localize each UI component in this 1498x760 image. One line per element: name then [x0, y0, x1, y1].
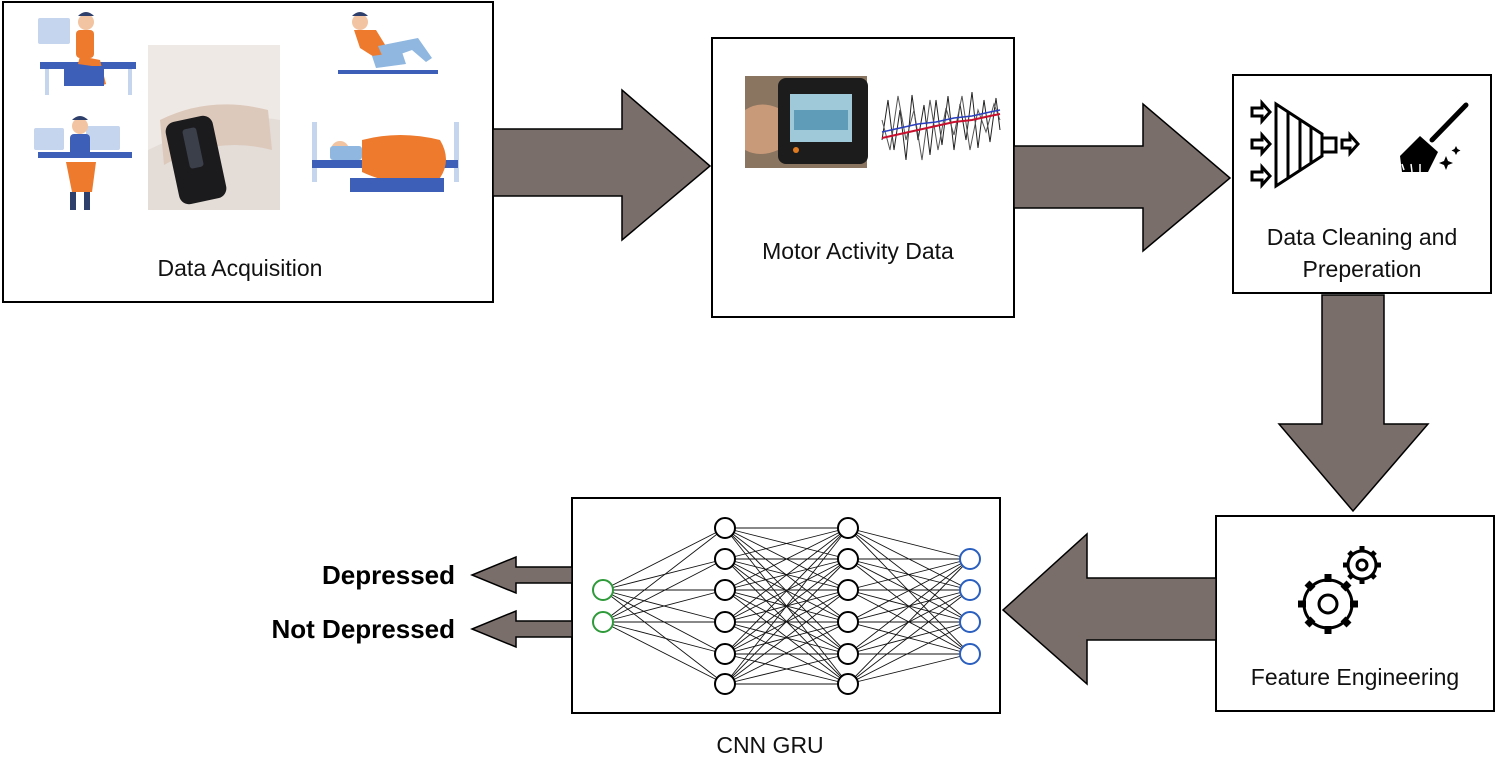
person-sleeping-icon	[312, 122, 459, 192]
nn-output-node	[959, 611, 981, 633]
feature-engineering-box	[1215, 515, 1495, 712]
nn-hidden-node	[837, 548, 859, 570]
nn-connection	[602, 589, 726, 623]
nn-connection	[602, 527, 726, 623]
motor-activity-stage: Motor Activity Data	[711, 37, 1015, 318]
nn-connection	[724, 621, 849, 685]
nn-hidden-node	[837, 673, 859, 695]
nn-connection	[847, 621, 971, 655]
nn-output-node	[959, 579, 981, 601]
nn-connection	[602, 621, 726, 655]
arrow-motor-to-cleaning	[1013, 102, 1232, 253]
nn-hidden-node	[714, 611, 736, 633]
output-not-depressed-label: Not Depressed	[272, 614, 456, 644]
nn-connection	[847, 558, 971, 655]
data-cleaning-stage: Data Cleaning and Preperation	[1232, 74, 1492, 294]
nn-hidden-node	[837, 579, 859, 601]
nn-connection	[847, 621, 971, 685]
feature-engineering-label: Feature Engineering	[1251, 664, 1459, 690]
nn-connection	[847, 589, 971, 685]
nn-connection	[847, 653, 971, 685]
arrow-output-depressed	[470, 555, 573, 595]
nn-hidden-node	[837, 643, 859, 665]
arrow-acquisition-to-motor	[492, 88, 712, 242]
cnn-gru-stage: CNN GRU	[571, 497, 1001, 758]
nn-hidden-node	[714, 673, 736, 695]
nn-output-node	[959, 548, 981, 570]
nn-output-node	[959, 643, 981, 665]
neural-network-graphic	[592, 517, 981, 695]
nn-connection	[847, 527, 971, 560]
funnel-filter-icon	[1250, 99, 1361, 189]
nn-connection	[847, 558, 971, 623]
nn-hidden-node	[714, 579, 736, 601]
gears-icon	[1298, 546, 1381, 634]
nn-hidden-node	[714, 517, 736, 539]
arrow-cleaning-to-feature	[1277, 294, 1430, 513]
signal-plot-thumbnail	[880, 78, 1002, 170]
data-acquisition-stage: Data Acquisition	[2, 1, 494, 303]
nn-hidden-node	[714, 643, 736, 665]
nn-connection	[724, 558, 849, 685]
motor-activity-label: Motor Activity Data	[762, 238, 954, 264]
data-cleaning-label-line1: Data Cleaning and	[1267, 224, 1458, 250]
wristband-photo	[148, 45, 280, 210]
person-reclining-icon	[338, 12, 438, 74]
nn-connection	[724, 653, 849, 685]
nn-hidden-node	[837, 517, 859, 539]
nn-input-node	[592, 611, 614, 633]
nn-input-node	[592, 579, 614, 601]
actigraph-device-photo	[745, 76, 868, 168]
feature-engineering-stage: Feature Engineering	[1215, 515, 1495, 712]
nn-connection	[602, 527, 726, 591]
nn-hidden-node	[837, 611, 859, 633]
nn-connection	[724, 589, 849, 685]
nn-connection	[724, 527, 849, 560]
nn-connection	[847, 558, 971, 591]
broom-icon	[1400, 102, 1469, 173]
cnn-gru-label: CNN GRU	[716, 732, 823, 758]
nn-connection	[724, 621, 849, 655]
arrow-feature-to-model	[1001, 532, 1217, 686]
nn-connection	[724, 527, 849, 655]
nn-connection	[847, 558, 971, 685]
nn-connection	[724, 527, 849, 623]
nn-connection	[602, 589, 726, 685]
nn-connection	[847, 527, 971, 623]
nn-connection	[602, 558, 726, 623]
person-working-icon	[34, 116, 132, 210]
nn-connection	[602, 621, 726, 685]
person-at-desk-icon	[38, 12, 136, 95]
arrow-output-not-depressed	[470, 609, 573, 649]
output-depressed-label: Depressed	[322, 560, 455, 590]
nn-hidden-node	[714, 548, 736, 570]
data-cleaning-label-line2: Preperation	[1303, 256, 1422, 282]
data-acquisition-label: Data Acquisition	[158, 255, 323, 281]
nn-connection	[724, 527, 849, 591]
nn-connection	[724, 527, 849, 685]
